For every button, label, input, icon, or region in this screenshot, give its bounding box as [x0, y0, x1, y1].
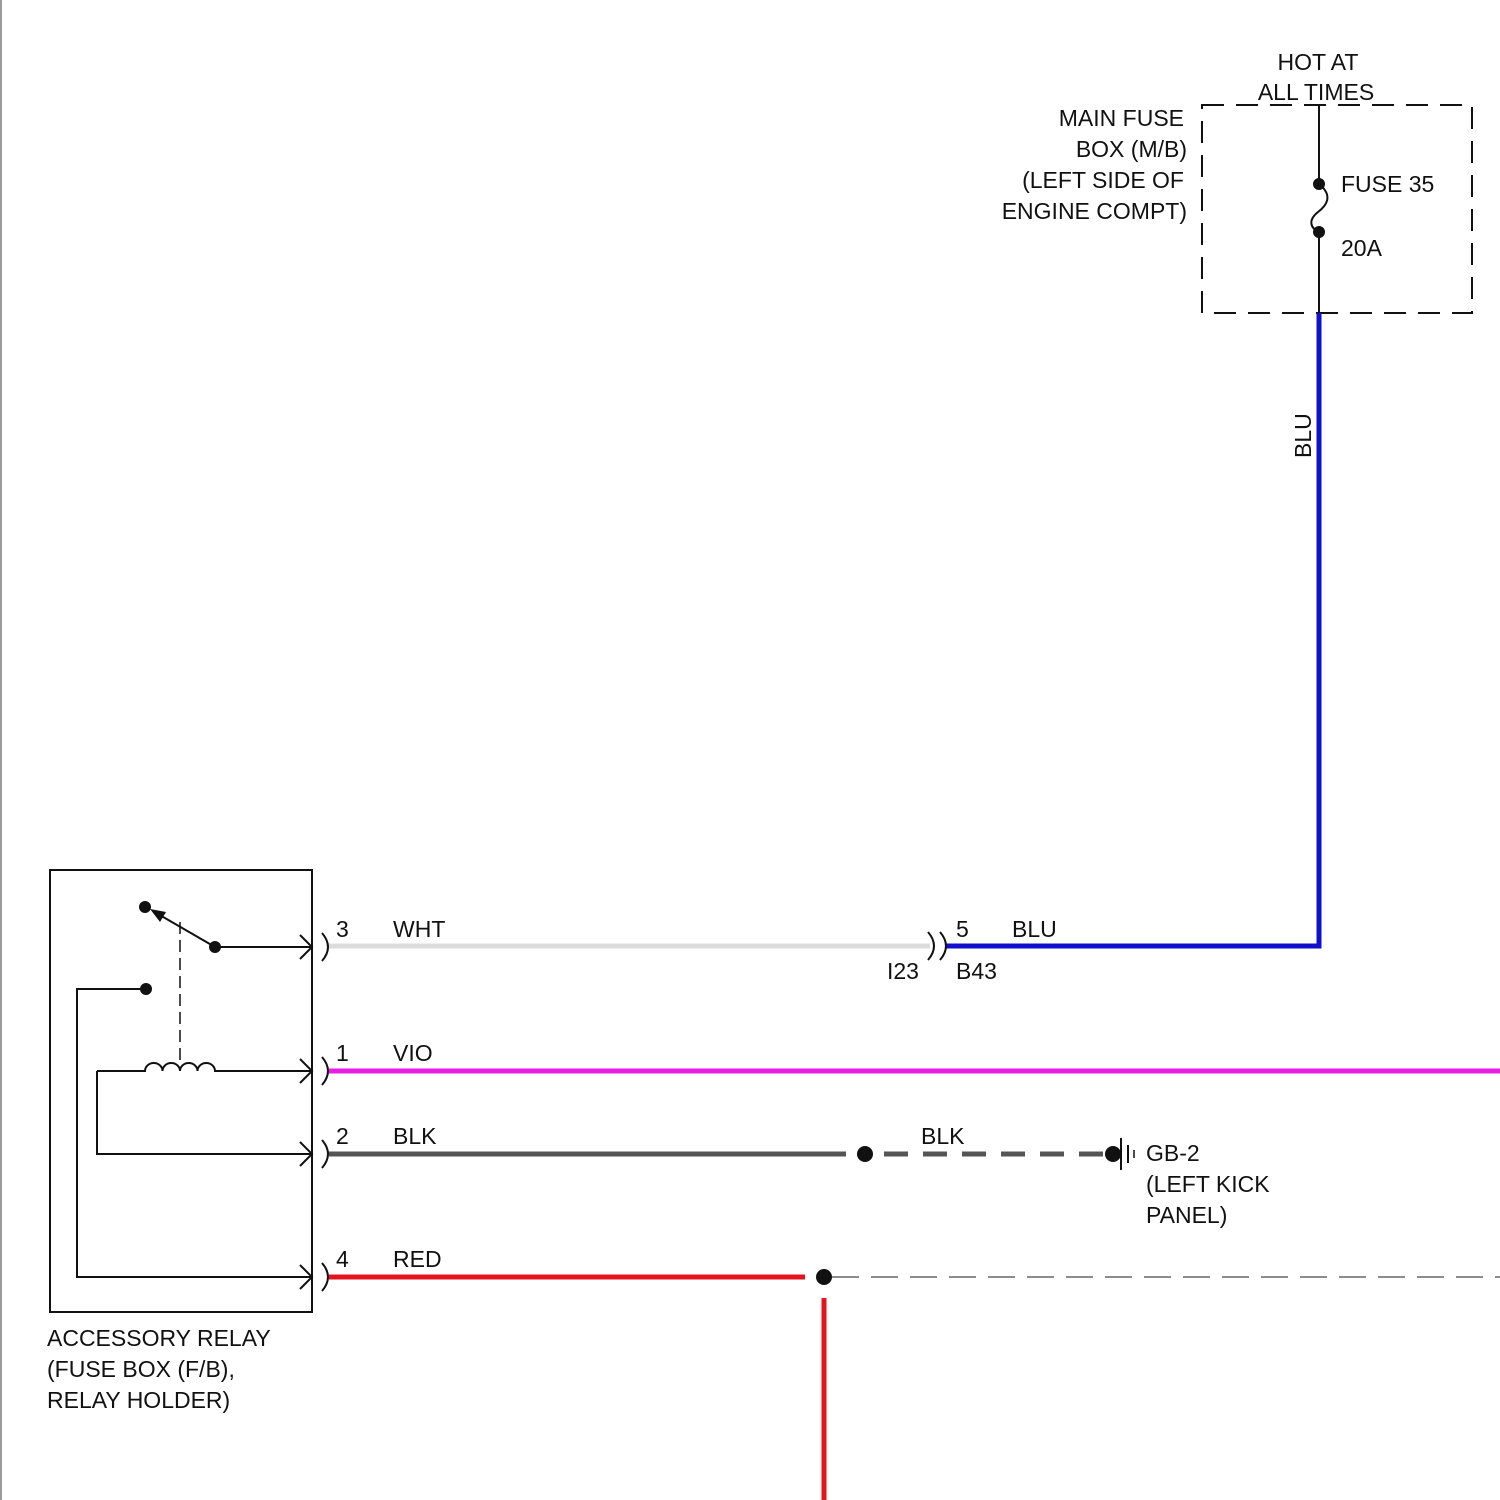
pin4-number: 4: [336, 1246, 349, 1272]
fuse-box-label-1: MAIN FUSE: [1059, 105, 1184, 131]
b43-pin-number: 5: [956, 916, 969, 942]
b43-wire-color-label: BLU: [1012, 916, 1057, 942]
relay-line-pin2: [97, 1071, 312, 1154]
switch-contact-no: [139, 901, 151, 913]
connector-i23-b43: 5 BLU I23 B43: [887, 916, 1057, 984]
relay-outline: [50, 870, 312, 1312]
fuse-box-outline: [1202, 105, 1472, 313]
b43-connector-label: B43: [956, 958, 997, 984]
wht-wire-label: WHT: [393, 916, 445, 942]
ground-terminal: [1105, 1146, 1121, 1162]
switch-arm: [158, 914, 215, 947]
red-splice-point: [816, 1269, 832, 1285]
fuse-name-label: FUSE 35: [1341, 171, 1434, 197]
relay-label-3: RELAY HOLDER): [47, 1387, 230, 1413]
connector-pin4-symbol: [322, 1263, 328, 1291]
i23-connector-label: I23: [887, 958, 919, 984]
relay-coil-icon: [97, 1063, 312, 1071]
relay-label-1: ACCESSORY RELAY: [47, 1325, 271, 1351]
blu-wire: [946, 313, 1319, 946]
relay-line-pin4: [77, 989, 312, 1277]
blu-wire-vertical-label: BLU: [1290, 413, 1316, 458]
ground-location-label-2: PANEL): [1146, 1202, 1227, 1228]
relay-label-2: (FUSE BOX (F/B),: [47, 1356, 235, 1382]
fuse-35-icon: [1311, 184, 1327, 232]
fuse-box-label-4: ENGINE COMPT): [1002, 198, 1187, 224]
blk-wire-label: BLK: [393, 1123, 437, 1149]
ground-name-label: GB-2: [1146, 1140, 1200, 1166]
ground-gb2: GB-2 (LEFT KICK PANEL): [1105, 1138, 1270, 1228]
pin2-number: 2: [336, 1123, 349, 1149]
hot-at-all-times-label-2: ALL TIMES: [1258, 79, 1374, 105]
pin1-number: 1: [336, 1040, 349, 1066]
switch-arrow-icon: [150, 909, 166, 922]
connector-pin2-symbol: [322, 1140, 328, 1168]
blk-splice-point: [857, 1146, 873, 1162]
fuse-box-label-3: (LEFT SIDE OF: [1022, 167, 1184, 193]
fuse-box-label-2: BOX (M/B): [1076, 136, 1187, 162]
accessory-relay: ACCESSORY RELAY (FUSE BOX (F/B), RELAY H…: [47, 870, 328, 1413]
fuse-rating-label: 20A: [1341, 235, 1383, 261]
connector-b43-symbol: [940, 932, 946, 960]
red-wire-label: RED: [393, 1246, 442, 1272]
pin3-number: 3: [336, 916, 349, 942]
connector-pin3-symbol: [322, 933, 328, 961]
connector-pin1-symbol: [322, 1057, 328, 1085]
blk-dashed-wire-label: BLK: [921, 1123, 965, 1149]
hot-at-all-times-label-1: HOT AT: [1278, 49, 1359, 75]
main-fuse-box: HOT AT ALL TIMES MAIN FUSE BOX (M/B) (LE…: [1002, 49, 1472, 313]
vio-wire-label: VIO: [393, 1040, 433, 1066]
ground-location-label-1: (LEFT KICK: [1146, 1171, 1270, 1197]
